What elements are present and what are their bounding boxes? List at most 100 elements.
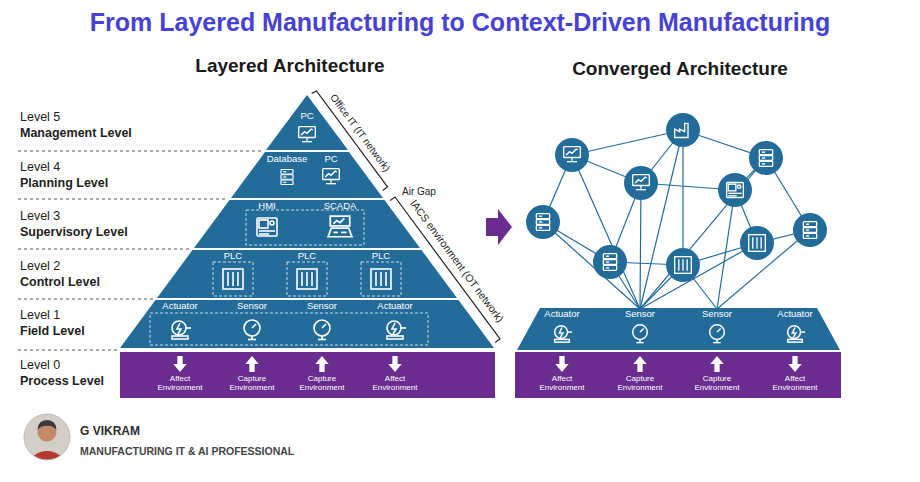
author-role: MANUFACTURING IT & AI PROFESSIONAL <box>80 445 294 458</box>
process-band: Affect EnvironmentCapture EnvironmentCap… <box>120 352 495 398</box>
network-icon <box>749 235 766 252</box>
device-icon <box>788 326 805 343</box>
device-label: PLC <box>363 251 399 261</box>
device-icon <box>555 326 572 343</box>
level-separator <box>18 350 118 351</box>
network-zone-label: Office IT (IT network) <box>327 92 392 174</box>
level-name: Control Level <box>20 275 100 290</box>
device-icon <box>299 127 316 142</box>
device-icon <box>323 169 340 184</box>
group-dashed-outline <box>150 313 428 345</box>
level-separator <box>18 151 264 152</box>
device-label: HMI <box>247 201 287 211</box>
environment-label: Affect Environment <box>767 375 823 392</box>
band-fill <box>517 308 840 350</box>
converged-process-band: Affect EnvironmentCapture EnvironmentCap… <box>515 352 841 398</box>
device-label: PC <box>292 111 322 121</box>
network-circle <box>718 173 752 207</box>
band-fill <box>515 352 841 398</box>
network-circle <box>666 113 700 147</box>
band-fill <box>120 300 494 348</box>
network-icon <box>675 257 692 274</box>
band-fill <box>120 352 495 398</box>
device-icon <box>297 269 317 289</box>
network-icon <box>759 150 772 167</box>
level-name: Field Level <box>20 324 85 339</box>
network-circle <box>526 113 827 282</box>
environment-arrow <box>555 356 568 372</box>
environment-label: Capture Environment <box>612 375 668 392</box>
device-label: PC <box>316 154 346 164</box>
planning-band: DatabasePC <box>231 152 383 198</box>
diagram-title: From Layered Manufacturing to Context-Dr… <box>0 7 920 37</box>
level-name: Process Level <box>20 374 104 389</box>
architecture-heading: Converged Architecture <box>520 58 840 81</box>
device-label: SCADA <box>315 201 365 211</box>
environment-arrow <box>710 356 723 372</box>
level-number: Level 4 <box>20 160 60 175</box>
network-link <box>640 183 641 309</box>
environment-arrow <box>173 356 186 372</box>
network-icon <box>633 175 650 190</box>
level-number: Level 0 <box>20 358 60 373</box>
level-name: Management Level <box>20 126 132 141</box>
author-name: G VIKRAM <box>80 424 140 438</box>
environment-arrow <box>388 356 401 372</box>
device-icon <box>710 325 725 343</box>
network-icon <box>536 214 549 231</box>
level-number: Level 3 <box>20 209 60 224</box>
device-label: Actuator <box>370 301 420 311</box>
transition-arrow <box>486 209 512 245</box>
band-fill <box>157 250 457 298</box>
level-number: Level 1 <box>20 308 60 323</box>
group-dashed-outline <box>287 262 327 296</box>
device-icon <box>328 216 352 237</box>
device-icon <box>281 170 293 185</box>
control-band: PLCPLCPLC <box>157 250 457 298</box>
environment-label: Capture Environment <box>294 375 350 392</box>
device-label: Sensor <box>695 309 739 319</box>
device-label: Database <box>259 154 315 164</box>
level-separator <box>18 199 228 200</box>
level-name: Supervisory Level <box>20 225 128 240</box>
photo-ring <box>24 414 70 460</box>
group-dashed-outline <box>246 210 364 245</box>
level-number: Level 5 <box>20 110 60 125</box>
environment-arrow <box>315 356 328 372</box>
author-photo <box>38 420 57 430</box>
network-circle <box>526 205 560 239</box>
group-dashed-outline <box>150 210 428 345</box>
environment-label: Affect Environment <box>534 375 590 392</box>
device-icon <box>387 321 406 339</box>
band-fill <box>194 200 420 248</box>
level-separator <box>18 249 191 250</box>
device-icon <box>633 325 648 343</box>
network-link <box>543 130 810 309</box>
environment-arrow <box>245 356 258 372</box>
field-band: ActuatorSensorSensorActuator <box>120 300 494 348</box>
environment-arrow <box>173 356 801 372</box>
device-label: Actuator <box>770 309 820 319</box>
environment-arrow <box>788 356 801 372</box>
device-label: Sensor <box>230 301 274 311</box>
network-icon <box>603 254 616 271</box>
network-circle <box>555 138 589 172</box>
architecture-heading: Layered Architecture <box>130 55 450 78</box>
device-icon <box>314 320 330 340</box>
air-gap-label: Air Gap <box>402 186 436 198</box>
network-icon <box>564 147 581 162</box>
supervisory-band: HMI SCADA <box>194 200 420 248</box>
network-icon <box>675 123 688 137</box>
device-label: PLC <box>289 251 325 261</box>
device-label: Actuator <box>155 301 205 311</box>
band-shape <box>194 200 420 248</box>
network-circle <box>624 166 658 200</box>
network-link <box>640 243 757 309</box>
network-circle <box>793 213 827 247</box>
device-icon <box>244 320 260 340</box>
device-label: Sensor <box>618 309 662 319</box>
author-photo <box>20 410 76 482</box>
device-icon <box>371 269 391 289</box>
